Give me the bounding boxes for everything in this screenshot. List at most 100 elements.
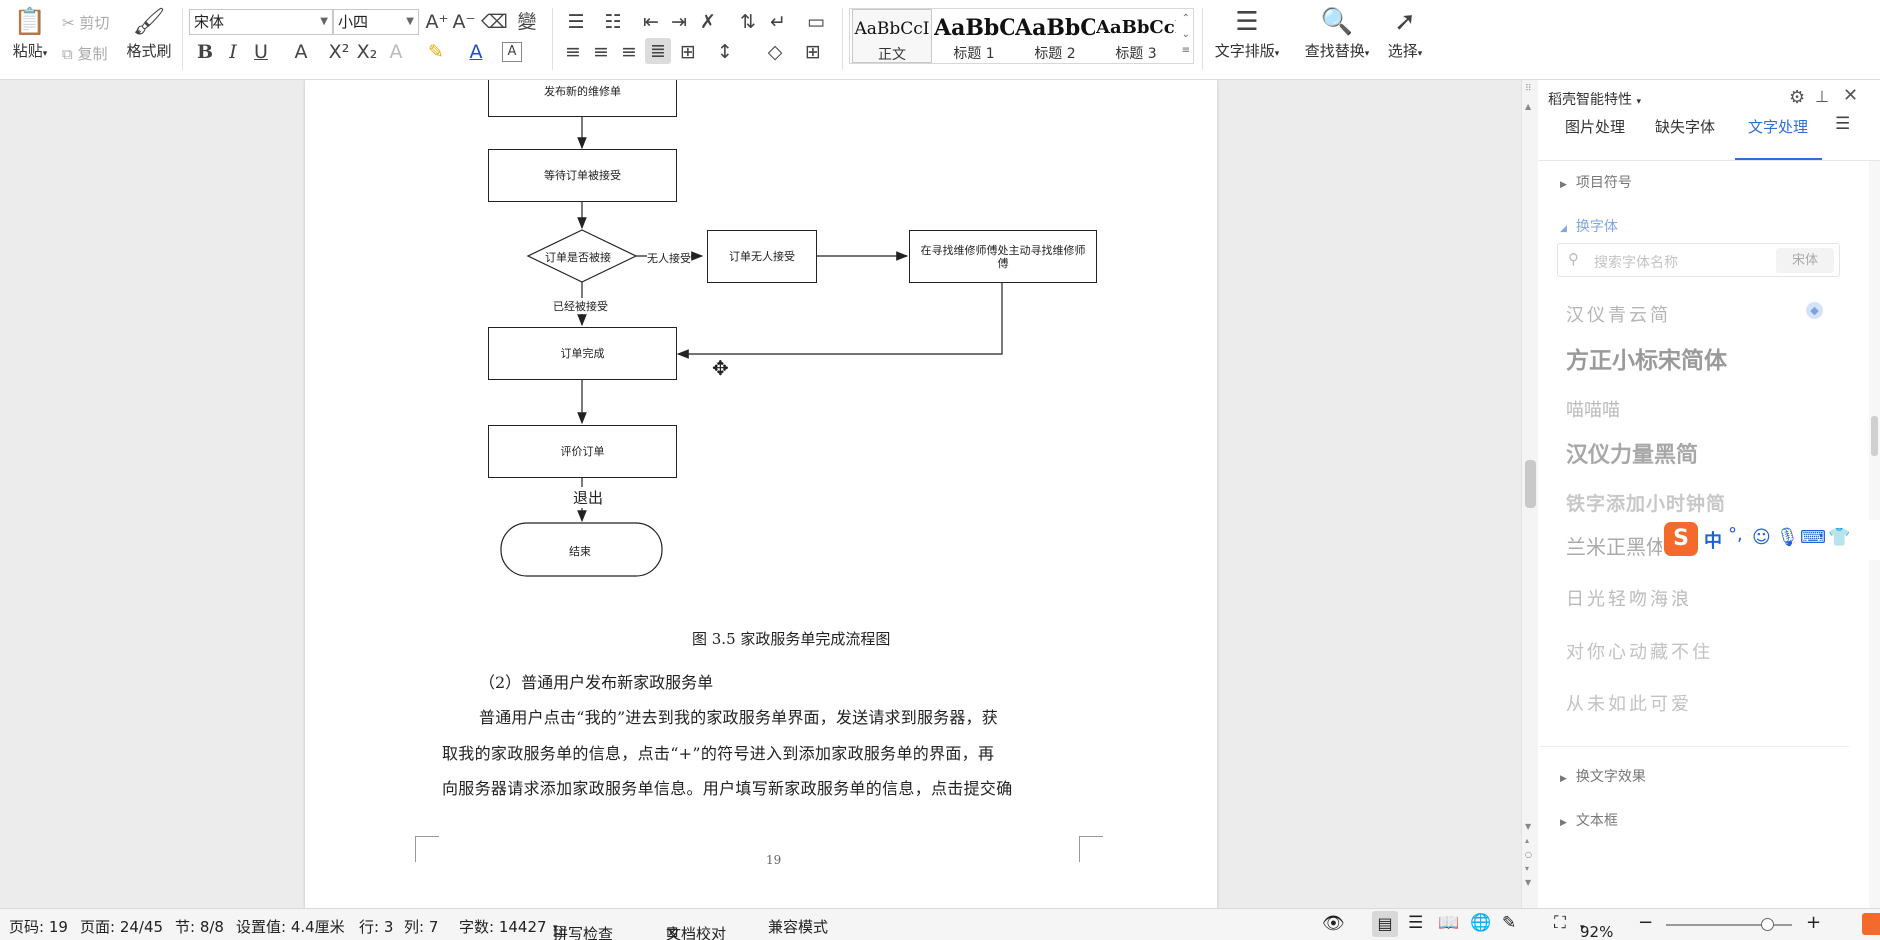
font-size-select[interactable]: 小四▼ xyxy=(333,9,419,35)
panel-title[interactable]: 稻壳智能特性 ▾ xyxy=(1548,92,1641,108)
ime-mode-toggle[interactable]: 中 xyxy=(1704,531,1722,552)
fit-page-icon[interactable]: ⛶ xyxy=(1554,913,1566,933)
sogou-logo-icon[interactable]: S xyxy=(1664,522,1698,556)
chinese-layout-icon[interactable]: ✗ xyxy=(700,11,716,33)
decrease-indent-icon[interactable]: ⇤ xyxy=(643,11,659,33)
font-option[interactable]: 喵喵喵 xyxy=(1566,400,1620,421)
reading-view-icon[interactable]: 📖 xyxy=(1438,913,1460,933)
char-border-icon[interactable]: A xyxy=(502,42,522,62)
pin-icon[interactable]: ⊥ xyxy=(1815,87,1829,106)
document-scrollbar[interactable]: ⠿ ▲ ▼▴○▾▼ xyxy=(1521,80,1538,908)
pen-icon[interactable]: ✎ xyxy=(1502,913,1517,933)
text-layout-button[interactable]: ☰文字排版▾ xyxy=(1210,6,1284,61)
cut-button[interactable]: ✂ 剪切 xyxy=(62,12,109,33)
superscript-icon[interactable]: X² xyxy=(328,41,350,63)
section-bullets[interactable]: ▶ 项目符号 xyxy=(1560,175,1632,191)
text-effect-icon[interactable]: A xyxy=(294,41,308,63)
clear-format-icon[interactable]: ⌫ xyxy=(481,11,508,33)
paste-button[interactable]: 📋 粘贴▾ xyxy=(8,6,52,61)
increase-indent-icon[interactable]: ⇥ xyxy=(671,11,687,33)
status-page-code[interactable]: 页码: 19 xyxy=(9,918,68,936)
scroll-up-icon[interactable]: ▲ xyxy=(1525,102,1532,111)
eye-protection-icon[interactable]: 👁 xyxy=(1322,913,1345,934)
status-col[interactable]: 列: 7 xyxy=(404,918,439,936)
line-spacing-icon[interactable]: ↕ xyxy=(717,41,733,63)
phonetic-guide-icon[interactable]: 變 xyxy=(517,11,537,33)
select-button[interactable]: ➚选择▾ xyxy=(1380,6,1430,61)
zoom-slider-thumb[interactable] xyxy=(1760,918,1774,931)
align-center-icon[interactable]: ≡ xyxy=(593,41,609,63)
italic-icon[interactable]: I xyxy=(229,41,237,63)
align-left-icon[interactable]: ≡ xyxy=(565,41,581,63)
distribute-icon[interactable]: ⊞ xyxy=(680,41,696,63)
tab-text-processing[interactable]: 文字处理 xyxy=(1748,118,1809,136)
justify-icon[interactable]: ≣ xyxy=(645,38,671,64)
font-option[interactable]: 对你心动藏不住 xyxy=(1566,642,1713,663)
web-view-icon[interactable]: 🌐 xyxy=(1470,913,1492,933)
font-name-select[interactable]: 宋体▼ xyxy=(189,9,333,35)
panel-scroll-thumb[interactable] xyxy=(1871,416,1878,456)
font-option[interactable]: 汉仪力量黑简 xyxy=(1566,443,1699,468)
zoom-out-button[interactable]: − xyxy=(1638,912,1654,933)
emoji-icon[interactable]: ☺ xyxy=(1752,527,1771,548)
shading-icon[interactable]: ◇ xyxy=(767,41,783,63)
subscript-icon[interactable]: X₂ xyxy=(356,41,378,63)
status-word-count[interactable]: 字数: 14427 xyxy=(459,918,547,936)
scroll-thumb[interactable] xyxy=(1525,460,1536,508)
grow-font-icon[interactable]: A⁺ xyxy=(425,11,449,33)
sogou-tray-icon[interactable] xyxy=(1862,913,1880,935)
status-section[interactable]: 节: 8/8 xyxy=(175,918,224,936)
document-canvas[interactable]: 发布新的维修单 等待订单被接受 订单是否被接 订单无人接受 在寻找维修师傅处主动… xyxy=(0,80,1521,908)
close-icon[interactable]: ✕ xyxy=(1843,85,1859,106)
font-color-icon[interactable]: A xyxy=(469,41,483,63)
menu-icon[interactable]: ☰ xyxy=(1835,114,1851,134)
copy-button[interactable]: ⧉ 复制 xyxy=(62,43,108,64)
font-outline-icon[interactable]: A xyxy=(389,41,403,63)
borders-icon[interactable]: ⊞ xyxy=(805,41,821,63)
highlight-icon[interactable]: ✎ xyxy=(428,41,444,63)
style-gallery-scroll[interactable]: ⌃⌄≡ xyxy=(1181,13,1190,56)
font-option[interactable]: 兰米正黑体 xyxy=(1566,535,1666,559)
skin-icon[interactable]: 👕 xyxy=(1828,527,1851,548)
document-page[interactable]: 发布新的维修单 等待订单被接受 订单是否被接 订单无人接受 在寻找维修师傅处主动… xyxy=(305,80,1217,908)
page-view-icon[interactable]: ▤ xyxy=(1372,911,1398,937)
status-setting[interactable]: 设置值: 4.4厘米 xyxy=(236,918,345,936)
sort-icon[interactable]: ⇅ xyxy=(740,11,756,33)
font-option[interactable]: 汉仪青云简 xyxy=(1566,305,1671,326)
find-replace-button[interactable]: 🔍查找替换▾ xyxy=(1300,6,1374,61)
bold-icon[interactable]: B xyxy=(196,41,214,63)
tab-image-processing[interactable]: 图片处理 xyxy=(1565,118,1626,136)
outline-view-icon[interactable]: ☰ xyxy=(1408,913,1424,933)
underline-icon[interactable]: U xyxy=(254,41,268,63)
font-option[interactable]: 从未如此可爱 xyxy=(1566,694,1692,715)
keyboard-icon[interactable]: ⌨ xyxy=(1800,527,1826,548)
show-marks-icon[interactable]: ↵ xyxy=(770,11,786,33)
section-change-font[interactable]: ◢ 换字体 xyxy=(1560,219,1618,235)
microphone-icon[interactable]: 🎙 xyxy=(1776,527,1799,548)
font-option[interactable]: 方正小标宋简体 xyxy=(1566,347,1727,374)
section-text-effects[interactable]: ▶ 换文字效果 xyxy=(1560,769,1646,785)
gear-icon[interactable]: ⚙ xyxy=(1789,87,1806,108)
status-pages[interactable]: 页面: 24/45 xyxy=(80,918,164,936)
status-row[interactable]: 行: 3 xyxy=(359,918,394,936)
zoom-in-button[interactable]: + xyxy=(1806,912,1822,933)
smart-features-panel: 稻壳智能特性 ▾ ⚙ ⊥ ✕ 图片处理 缺失字体 文字处理 ☰ ▶ 项目符号 ◢… xyxy=(1539,80,1880,908)
tab-missing-fonts[interactable]: 缺失字体 xyxy=(1655,118,1716,136)
shrink-font-icon[interactable]: A⁻ xyxy=(452,11,476,33)
align-right-icon[interactable]: ≡ xyxy=(621,41,637,63)
format-painter-button[interactable]: 🖌 格式刷 xyxy=(124,6,174,61)
numbered-list-icon[interactable]: ☷ xyxy=(604,11,622,33)
bullet-list-icon[interactable]: ☰ xyxy=(567,11,585,33)
font-option[interactable]: 日光轻吻海浪 xyxy=(1566,589,1692,610)
font-option[interactable]: 铁字添加小时钟简 xyxy=(1566,493,1727,515)
section-textbox[interactable]: ▶ 文本框 xyxy=(1560,813,1618,829)
ruler-icon[interactable]: ▭ xyxy=(807,11,825,33)
font-search-box[interactable]: ⚲ 搜索字体名称 宋体 xyxy=(1557,243,1840,277)
punctuation-icon[interactable]: °, xyxy=(1728,524,1743,545)
zoom-slider[interactable] xyxy=(1666,918,1792,931)
page-nav-icons[interactable]: ▼▴○▾▼ xyxy=(1525,822,1532,887)
